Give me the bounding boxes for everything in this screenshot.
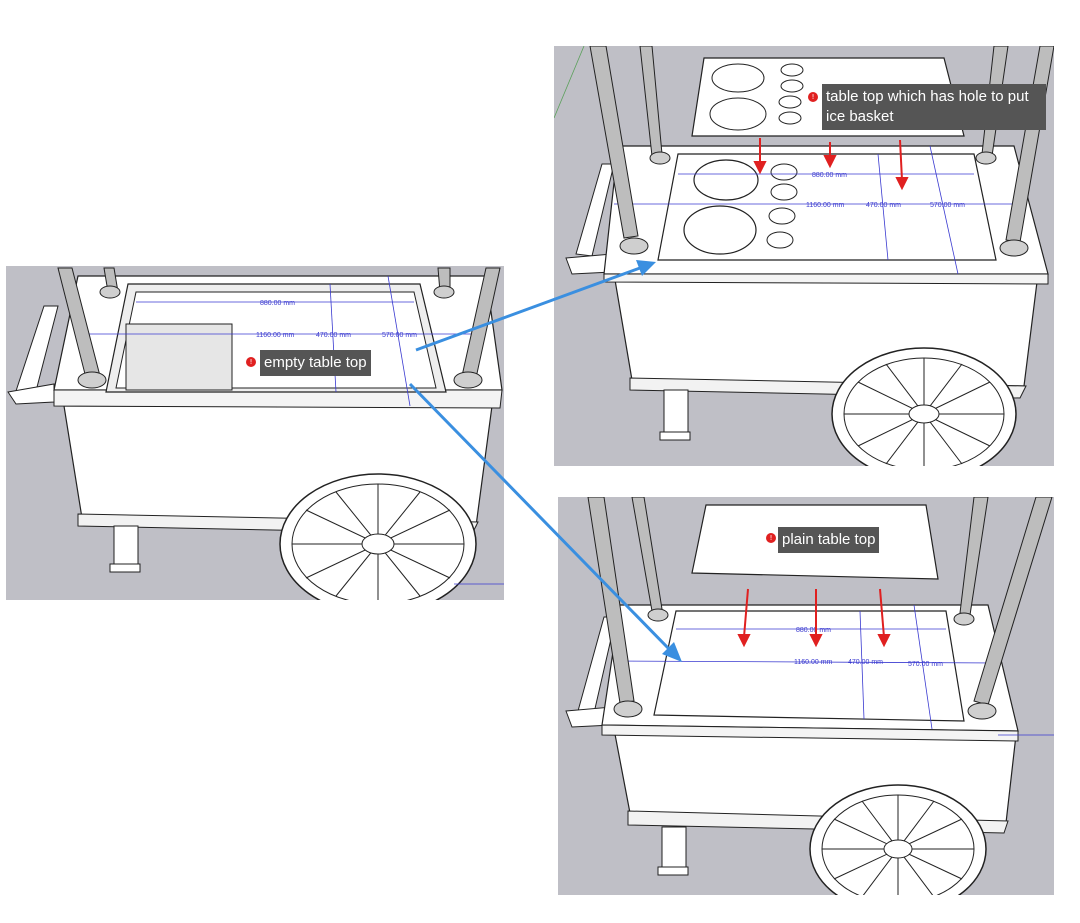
blue-arrow-icon [408,382,682,662]
dim-depth-inner: 470.00 mm [866,202,901,209]
panel-plain-table-top: 880.00 mm 1160.00 mm 470.00 mm 570.00 mm [558,497,1054,895]
red-dot-icon: ! [246,357,256,367]
dim-width-outer: 1160.00 mm [256,332,295,339]
dim-depth-outer: 570.00 mm [382,332,417,339]
red-arrow-icon [753,138,909,191]
dim-width-inner: 880.00 mm [260,300,295,307]
dim-width-outer: 1160.00 mm [794,659,833,666]
cart-wheel [831,347,1017,466]
cart-wheel [809,784,987,895]
dim-width-inner: 880.00 mm [812,172,847,179]
dim-depth-outer: 570.00 mm [930,202,965,209]
dim-width-outer: 1160.00 mm [806,202,845,209]
callout-plain-table-top: plain table top [778,527,880,553]
red-arrow-icon [737,588,891,648]
cart-drawing-holes: 880.00 mm 1160.00 mm 470.00 mm 570.00 mm [554,46,1054,466]
callout-table-top-holes: table top which has hole to put ice bask… [822,84,1046,130]
panel-table-top-with-holes: 880.00 mm 1160.00 mm 470.00 mm 570.00 mm [554,46,1054,466]
dim-depth-inner: 470.00 mm [316,332,351,339]
red-dot-icon: ! [766,533,776,543]
blue-arrow-icon [415,260,656,352]
dim-depth-outer: 570.00 mm [908,661,943,668]
red-dot-icon: ! [808,92,818,102]
dim-depth-inner: 470.00 mm [848,659,883,666]
callout-empty-table-top: empty table top [260,350,371,376]
dim-width-inner: 880.00 mm [796,627,831,634]
cart-wheel [279,473,477,600]
cart-drawing-plain: 880.00 mm 1160.00 mm 470.00 mm 570.00 mm [565,497,1054,895]
panel-empty-table-top: 880.00 mm 1160.00 mm 470.00 mm 570.00 mm [6,266,504,600]
